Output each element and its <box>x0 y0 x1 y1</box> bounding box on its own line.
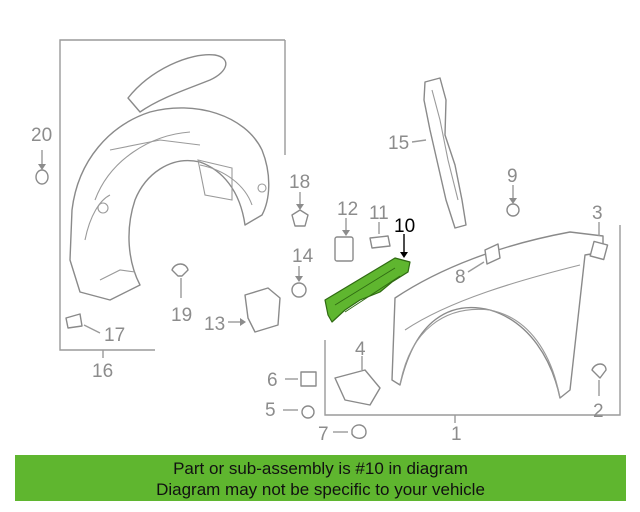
parts-diagram: 1 2 3 4 5 6 7 8 9 10 11 12 13 14 15 16 1… <box>31 39 621 445</box>
callout-18: 18 <box>289 172 310 193</box>
callout-2: 2 <box>593 401 604 422</box>
callout-labels: 1 2 3 4 5 6 7 8 9 10 11 12 13 14 15 16 1… <box>31 125 604 445</box>
callout-4: 4 <box>355 339 366 360</box>
callout-7: 7 <box>318 424 329 445</box>
callout-8: 8 <box>455 267 466 288</box>
callout-6: 6 <box>267 370 278 391</box>
part-10-highlighted <box>324 257 411 323</box>
callout-1: 1 <box>451 424 462 445</box>
callout-5: 5 <box>265 400 276 421</box>
callout-12: 12 <box>337 199 358 220</box>
callout-9: 9 <box>507 166 518 187</box>
callout-14: 14 <box>292 246 314 267</box>
banner-line-1: Part or sub-assembly is #10 in diagram <box>173 459 468 478</box>
callout-15: 15 <box>388 133 409 154</box>
callout-13: 13 <box>204 314 225 335</box>
group-box-1 <box>324 225 621 423</box>
fender <box>391 231 604 399</box>
banner-line-2: Diagram may not be specific to your vehi… <box>156 480 485 499</box>
callout-20: 20 <box>31 125 52 146</box>
fender-liner <box>69 53 270 301</box>
callout-3: 3 <box>592 203 603 224</box>
group-box-16 <box>59 39 286 358</box>
callout-10-highlighted: 10 <box>394 216 415 237</box>
part-15-bracket <box>423 77 467 229</box>
callout-11: 11 <box>369 203 389 224</box>
hardware-parts <box>35 139 609 439</box>
callout-16: 16 <box>92 361 113 382</box>
info-banner: Part or sub-assembly is #10 in diagram D… <box>15 455 626 501</box>
callout-17: 17 <box>104 325 125 346</box>
callout-19: 19 <box>171 305 192 326</box>
